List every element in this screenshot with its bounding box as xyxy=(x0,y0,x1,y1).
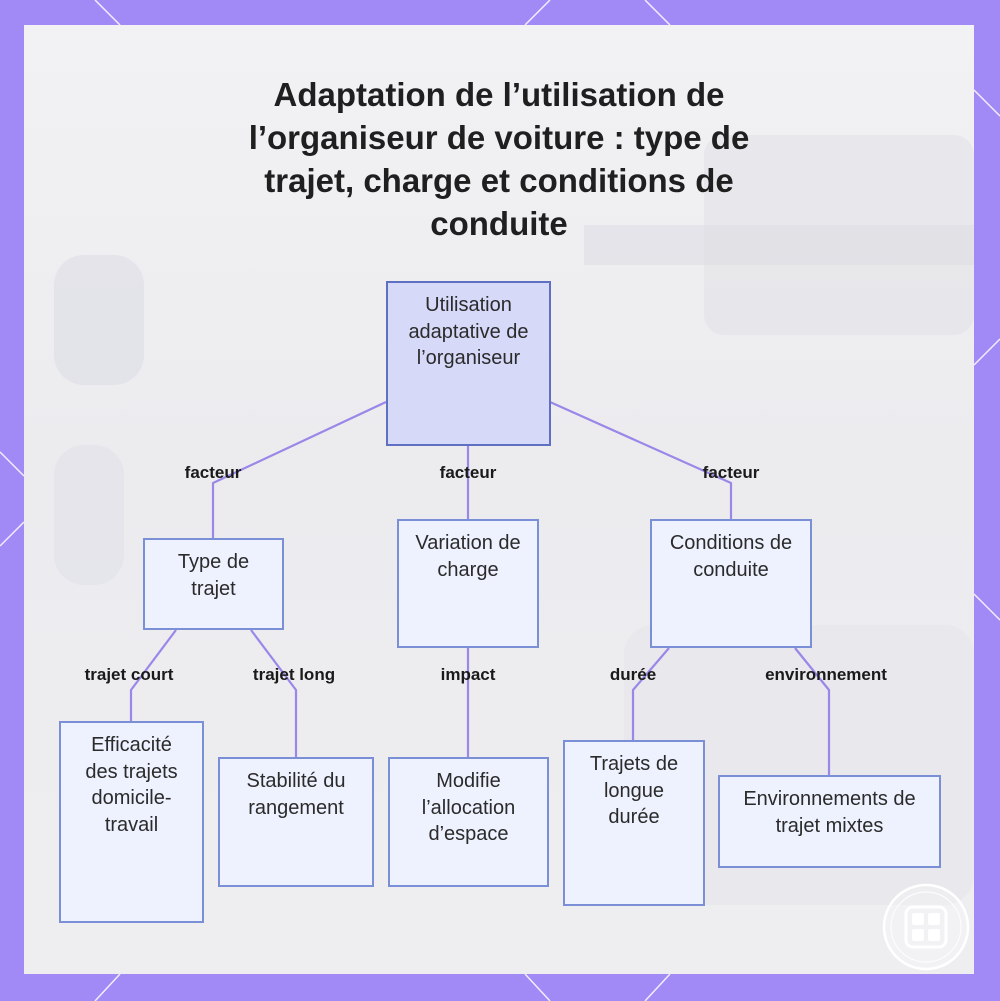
node-trip-type-label: Type de trajet xyxy=(177,551,250,600)
diagram-edges xyxy=(129,400,831,775)
node-long-trips-label: Trajets de longue durée xyxy=(589,753,679,828)
node-root: Utilisation adaptative de l’organiseur xyxy=(386,281,551,446)
node-mixed-environments-label: Environnements de trajet mixtes xyxy=(743,788,916,837)
node-trip-type: Type de trajet xyxy=(143,538,284,630)
node-storage-stability: Stabilité du rangement xyxy=(218,757,374,887)
edge-label-long-trip: trajet long xyxy=(252,665,336,684)
node-commute-efficiency: Efficacité des trajets domicile-travail xyxy=(59,721,204,923)
node-load-variation: Variation de charge xyxy=(397,519,539,648)
edge-label-short-trip: trajet court xyxy=(84,665,174,684)
edge-root-trip-type xyxy=(211,401,387,538)
node-driving-conditions: Conditions de conduite xyxy=(650,519,812,648)
node-load-variation-label: Variation de charge xyxy=(415,532,521,581)
diagram-title: Adaptation de l’utilisation de l’organis… xyxy=(248,76,750,242)
node-root-label: Utilisation adaptative de l’organiseur xyxy=(408,294,529,369)
node-long-trips: Trajets de longue durée xyxy=(563,740,705,906)
edge-trip-type-commute xyxy=(129,629,177,721)
edge-trip-type-storage xyxy=(250,629,298,757)
node-driving-conditions-label: Conditions de conduite xyxy=(669,532,793,581)
edge-label-impact: impact xyxy=(440,665,496,684)
node-space-allocation-label: Modifie l’allocation d’espace xyxy=(421,770,516,845)
edge-root-driving-conditions xyxy=(549,400,733,519)
diagram-panel: Adaptation de l’utilisation de l’organis… xyxy=(24,25,974,974)
node-mixed-environments: Environnements de trajet mixtes xyxy=(718,775,941,868)
node-space-allocation: Modifie l’allocation d’espace xyxy=(388,757,549,887)
app-grid-logo-icon xyxy=(882,883,970,971)
node-storage-stability-label: Stabilité du rangement xyxy=(246,770,346,819)
edge-label-factor-1: facteur xyxy=(184,463,242,482)
edge-label-factor-3: facteur xyxy=(702,463,760,482)
edge-label-environment: environnement xyxy=(765,665,887,684)
edge-conditions-long-trips xyxy=(631,647,670,740)
edge-label-duration: durée xyxy=(609,665,657,684)
edge-label-factor-2: facteur xyxy=(439,463,497,482)
edge-conditions-mixed xyxy=(794,647,831,775)
node-commute-efficiency-label: Efficacité des trajets domicile-travail xyxy=(85,734,178,836)
